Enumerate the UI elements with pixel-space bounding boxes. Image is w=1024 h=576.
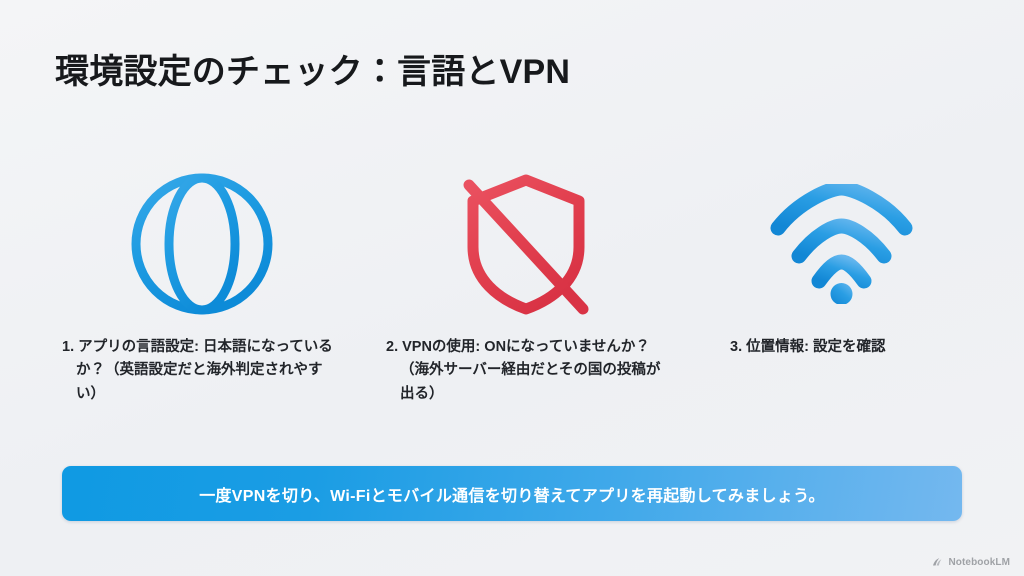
callout-banner-text: 一度VPNを切り、Wi-Fiとモバイル通信を切り替えてアプリを再起動してみましょ… xyxy=(199,487,825,505)
checklist-item-text: 3. 位置情報: 設定を確認 xyxy=(730,339,886,355)
wifi-icon-container xyxy=(716,168,966,320)
checklist-column-vpn: 2. VPNの使用: ONになっていませんか？（海外サーバー経由だとその国の投稿… xyxy=(386,168,666,406)
watermark: NotebookLM xyxy=(932,556,1010,568)
checklist-item-text: 1. アプリの言語設定: 日本語になっているか？（英語設定だと海外判定されやすい… xyxy=(62,339,333,402)
checklist-column-location: 3. 位置情報: 設定を確認 xyxy=(716,168,966,359)
page-title: 環境設定のチェック：言語とVPN xyxy=(55,53,571,91)
globe-icon-container xyxy=(62,168,342,320)
checklist-item-text: 2. VPNの使用: ONになっていませんか？（海外サーバー経由だとその国の投稿… xyxy=(386,339,661,402)
callout-banner: 一度VPNを切り、Wi-Fiとモバイル通信を切り替えてアプリを再起動してみましょ… xyxy=(62,466,962,521)
globe-icon xyxy=(131,169,273,319)
checklist-column-language: 1. アプリの言語設定: 日本語になっているか？（英語設定だと海外判定されやすい… xyxy=(62,168,342,406)
shield-off-icon xyxy=(455,169,597,319)
wifi-icon xyxy=(769,184,914,304)
notebooklm-logo-icon xyxy=(932,556,944,568)
watermark-label: NotebookLM xyxy=(948,556,1010,568)
shield-off-icon-container xyxy=(386,168,666,320)
